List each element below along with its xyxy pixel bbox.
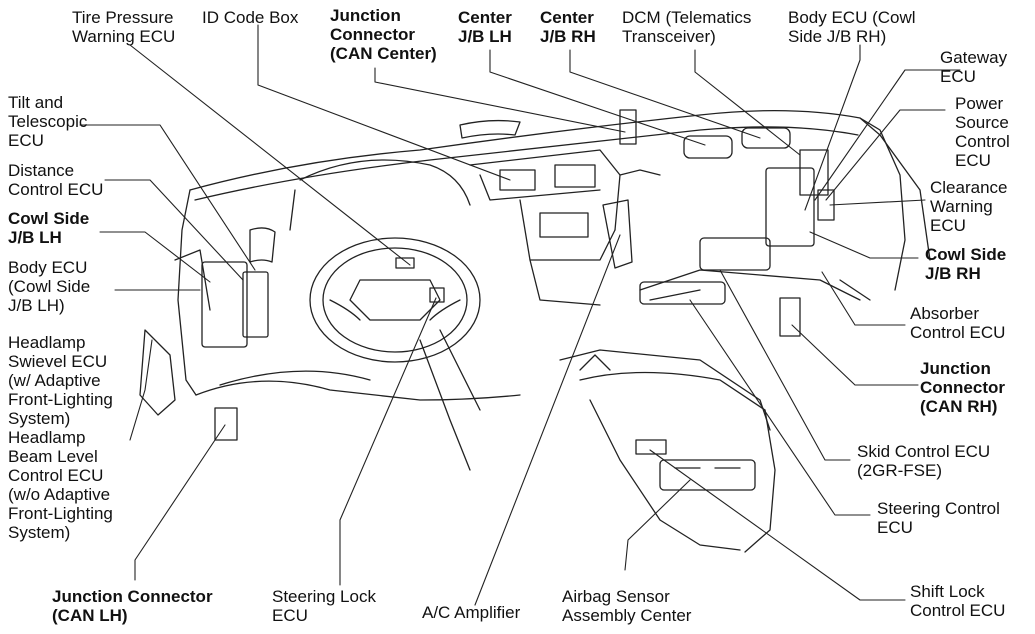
label-absorber-control-ecu: Absorber Control ECU (910, 304, 1006, 342)
label-body-ecu-rh: Body ECU (Cowl Side J/B RH) (788, 8, 916, 46)
label-junction-connector-can-center: Junction Connector (CAN Center) (330, 6, 437, 63)
label-body-ecu-lh: Body ECU (Cowl Side J/B LH) (8, 258, 91, 315)
label-gateway-ecu: Gateway ECU (940, 48, 1008, 86)
label-clearance-warning-ecu: Clearance Warning ECU (930, 178, 1008, 235)
label-center-jb-lh: Center J/B LH (458, 8, 512, 46)
label-ac-amplifier: A/C Amplifier (422, 603, 521, 622)
label-junction-connector-can-rh: Junction Connector (CAN RH) (920, 359, 1005, 416)
label-steering-control-ecu: Steering Control ECU (877, 499, 1000, 537)
component-boxes (139, 109, 835, 455)
label-id-code-box: ID Code Box (202, 8, 299, 27)
label-dcm: DCM (Telematics Transceiver) (622, 8, 752, 46)
label-power-source-control-ecu: Power Source Control ECU (955, 94, 1010, 170)
label-cowl-side-jb-lh: Cowl Side J/B LH (8, 209, 90, 247)
label-tire-pressure-warning-ecu: Tire Pressure Warning ECU (72, 8, 176, 46)
dashboard-outline (174, 110, 931, 553)
label-cowl-side-jb-rh: Cowl Side J/B RH (925, 245, 1007, 283)
label-tilt-telescopic-ecu: Tilt and Telescopic ECU (8, 93, 88, 150)
label-steering-lock-ecu: Steering Lock ECU (272, 587, 376, 625)
leader-lines (79, 24, 961, 606)
label-shift-lock-control-ecu: Shift Lock Control ECU (910, 582, 1006, 620)
label-headlamp-ecus: Headlamp Swievel ECU (w/ Adaptive Front-… (8, 333, 113, 542)
label-skid-control-ecu: Skid Control ECU (2GR-FSE) (857, 442, 991, 480)
label-junction-connector-can-lh: Junction Connector (CAN LH) (52, 587, 213, 625)
label-airbag-sensor-assembly-center: Airbag Sensor Assembly Center (562, 587, 692, 625)
label-distance-control-ecu: Distance Control ECU (8, 161, 104, 199)
label-center-jb-rh: Center J/B RH (540, 8, 596, 46)
